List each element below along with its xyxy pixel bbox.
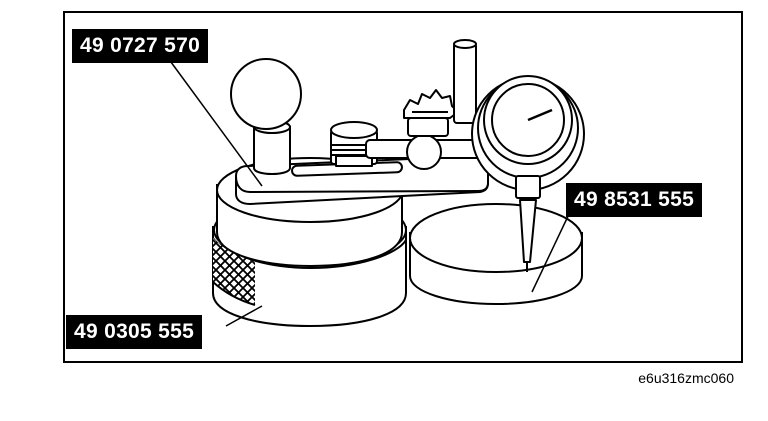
magnetic-base [212, 157, 407, 327]
callout-gauge: 49 8531 555 [566, 183, 703, 217]
figure-code: e6u316zmc060 [638, 370, 734, 386]
frame-border [63, 11, 743, 363]
ball-knob [230, 58, 302, 130]
dial-indicator [471, 75, 585, 272]
leader-gauge [531, 211, 571, 293]
dial-gauge-base [409, 203, 583, 305]
vertical-pin [453, 39, 477, 124]
joint-rod [365, 117, 485, 170]
callout-base: 49 0305 555 [66, 315, 203, 349]
leader-base [225, 305, 263, 327]
callout-holder: 49 0727 570 [72, 29, 209, 63]
leader-lines [167, 57, 571, 327]
leader-holder [167, 57, 263, 187]
adjustment-gear [403, 89, 459, 119]
